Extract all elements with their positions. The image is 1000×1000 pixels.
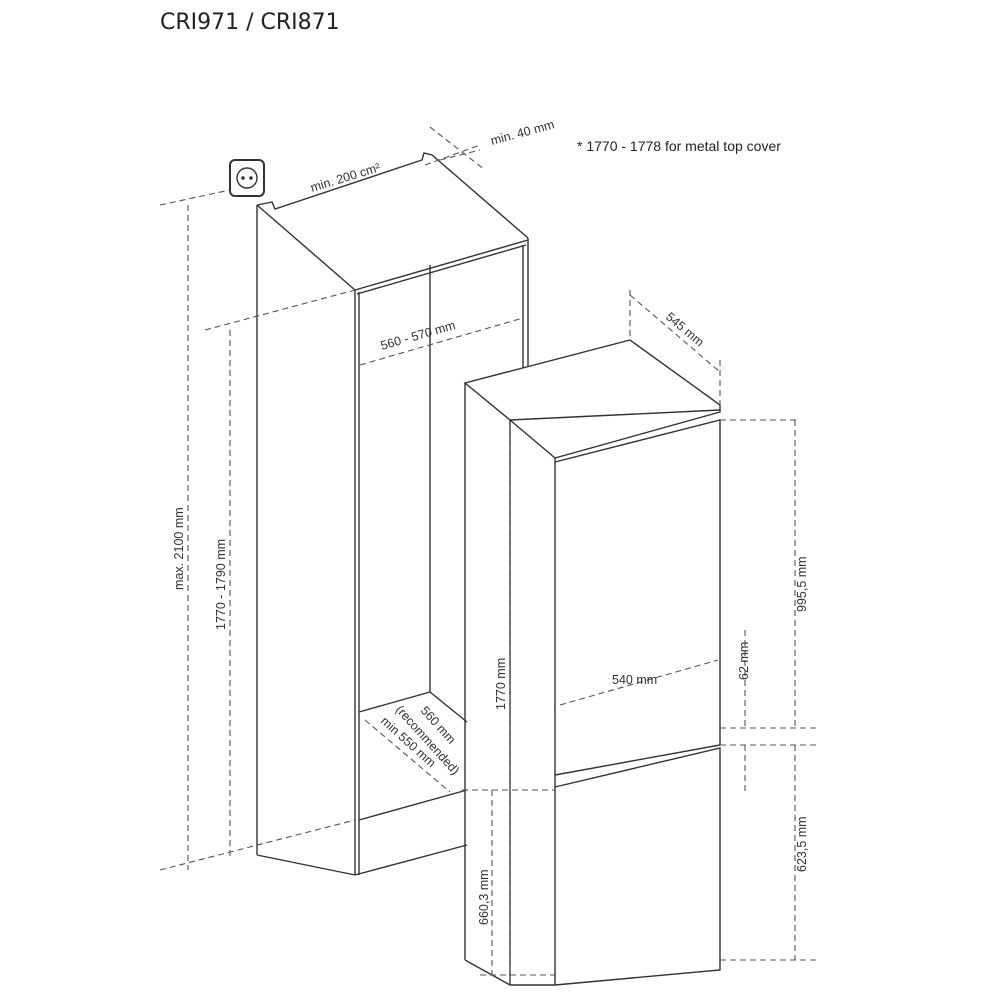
label-niche-height: 1770 - 1790 mm bbox=[214, 539, 228, 630]
label-door-gap: 62 mm bbox=[737, 642, 751, 680]
refrigerator bbox=[463, 339, 721, 986]
label-door-width: 540 mm bbox=[612, 673, 657, 687]
label-upper-door-height: 995,5 mm bbox=[795, 556, 809, 612]
label-top-gap: min. 40 mm bbox=[489, 117, 556, 147]
page-title: CRI971 / CRI871 bbox=[160, 10, 340, 35]
label-niche-width: 560 - 570 mm bbox=[379, 318, 457, 353]
niche-cabinet bbox=[256, 152, 529, 876]
power-socket-icon bbox=[229, 159, 265, 197]
label-appliance-height: 1770 mm bbox=[494, 658, 508, 710]
label-max-height: max. 2100 mm bbox=[172, 507, 186, 590]
footnote: * 1770 - 1778 for metal top cover bbox=[577, 138, 781, 154]
label-lower-offset: 660,3 mm bbox=[477, 869, 491, 925]
label-lower-door-height: 623,5 mm bbox=[795, 816, 809, 872]
dimension-labels: min. 200 cm² min. 40 mm 560 - 570 mm max… bbox=[172, 117, 809, 925]
dimension-lines bbox=[159, 126, 820, 985]
